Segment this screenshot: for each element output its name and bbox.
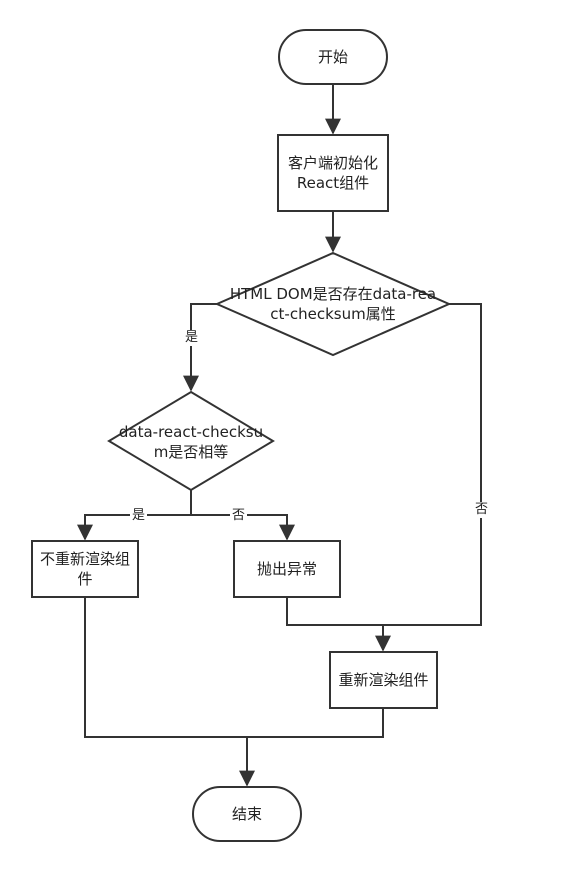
edge-check-equal-yes bbox=[77, 514, 191, 541]
init-node-label: 客户端初始化React组件 bbox=[287, 154, 378, 192]
init-node-shape bbox=[277, 134, 389, 212]
edge-label-equal-yes: 是 bbox=[130, 508, 148, 524]
no-rerender-node-label: 不重新渲染组件 bbox=[39, 550, 130, 588]
throw-node-shape bbox=[233, 540, 341, 598]
edge-no-rerender-to-end bbox=[84, 597, 255, 787]
end-node-label: 结束 bbox=[231, 805, 262, 823]
edge-label-attr-no: 否 bbox=[473, 502, 491, 518]
end-node-shape bbox=[192, 786, 302, 842]
check-attr-decision-shape bbox=[214, 251, 452, 357]
check-equal-decision-label: data-react-checksum是否相等 bbox=[118, 423, 264, 461]
check-attr-decision-label: HTML DOM是否存在data-react-checksum属性 bbox=[229, 285, 437, 323]
edge-throw-to-rerender bbox=[286, 597, 383, 626]
edge-rerender-to-end bbox=[247, 708, 384, 738]
edge-check-attr-no bbox=[375, 303, 482, 652]
start-node-label: 开始 bbox=[317, 48, 348, 66]
edge-check-attr-yes bbox=[183, 303, 217, 392]
rerender-node-label: 重新渲染组件 bbox=[338, 671, 429, 689]
rerender-node-shape bbox=[329, 651, 438, 709]
throw-node-label: 抛出异常 bbox=[256, 560, 317, 578]
edge-label-equal-no: 否 bbox=[230, 508, 248, 524]
edge-check-equal-no bbox=[191, 514, 295, 541]
edge-label-attr-yes: 是 bbox=[183, 330, 201, 346]
no-rerender-node-shape bbox=[31, 540, 139, 598]
